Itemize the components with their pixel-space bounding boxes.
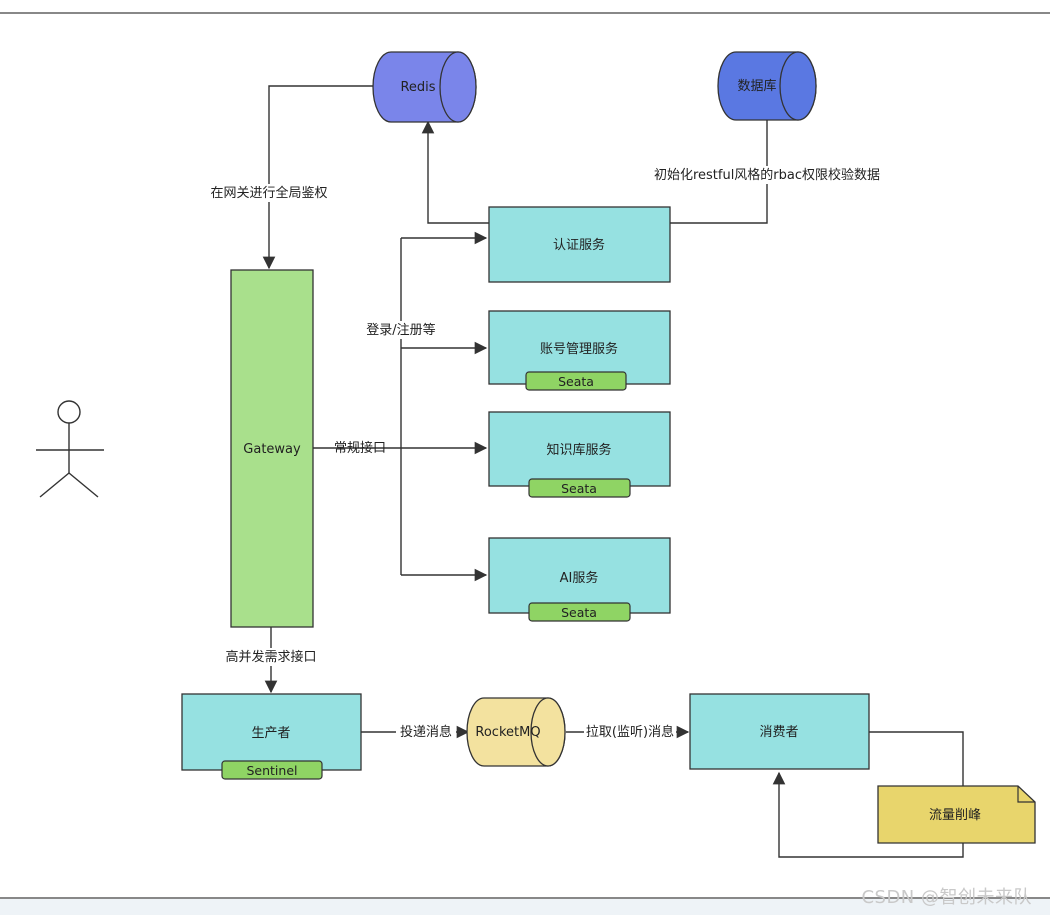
account-service-node: 账号管理服务 Seata	[488, 310, 671, 391]
database-label: 数据库	[737, 78, 776, 94]
consumer-label: 消费者	[759, 725, 798, 740]
consumer-node: 消费者	[689, 693, 870, 770]
rocketmq-label: RocketMQ	[475, 725, 540, 740]
ai-service-node: AI服务 Seata	[488, 537, 671, 622]
edge-label-redis-gateway: 在网关进行全局鉴权	[210, 185, 327, 201]
edge-label-high-concurrency: 高并发需求接口	[225, 649, 316, 665]
edge-label-deliver: 投递消息	[400, 724, 452, 740]
sentinel-badge-label: Sentinel	[246, 763, 297, 778]
seata-badge	[525, 371, 627, 391]
edge-label-bg	[396, 723, 456, 741]
redis-label: Redis	[400, 80, 435, 95]
seata-badge	[528, 478, 631, 498]
edge-redis-gateway	[262, 85, 378, 270]
knowledge-service-node: 知识库服务 Seata	[488, 411, 671, 498]
gateway-label: Gateway	[243, 442, 301, 457]
seata-badge-label: Seata	[561, 605, 597, 620]
auth-service-node: 认证服务	[488, 206, 671, 283]
ai-service-label: AI服务	[560, 570, 599, 586]
edge-db-auth	[670, 120, 768, 224]
auth-service-label: 认证服务	[553, 237, 605, 253]
edge-auth-redis	[421, 120, 489, 224]
knowledge-service-label: 知识库服务	[546, 442, 611, 458]
sentinel-badge	[221, 760, 323, 780]
edge-label-pull: 拉取(监听)消息	[586, 724, 674, 740]
producer-label: 生产者	[251, 726, 290, 741]
user-actor-icon	[36, 400, 104, 498]
producer-node: 生产者 Sentinel	[181, 693, 362, 780]
rocketmq-node: RocketMQ	[466, 697, 566, 767]
database-node: 数据库	[717, 51, 817, 121]
edge-label-bg	[584, 723, 676, 741]
edge-consumer-loop	[772, 731, 964, 858]
edge-label-bg	[200, 184, 336, 202]
edge-label-bg	[360, 321, 442, 339]
edge-label-bg	[219, 648, 323, 666]
watermark: CSDN @智创未来队	[861, 887, 1032, 908]
gateway-node: Gateway	[230, 269, 314, 628]
edge-label-regular: 常规接口	[334, 440, 386, 456]
redis-node: Redis	[372, 51, 477, 123]
bottom-strip	[0, 899, 1050, 915]
traffic-note-node: 流量削峰	[877, 785, 1036, 844]
edge-label-bg	[652, 166, 882, 184]
edge-label-login: 登录/注册等	[366, 322, 435, 338]
seata-badge-label: Seata	[558, 374, 594, 389]
seata-badge-label: Seata	[561, 481, 597, 496]
traffic-note-label: 流量削峰	[929, 808, 981, 823]
edge-label-db-auth: 初始化restful风格的rbac权限校验数据	[654, 167, 880, 183]
account-service-label: 账号管理服务	[540, 341, 618, 357]
seata-badge	[528, 602, 631, 622]
